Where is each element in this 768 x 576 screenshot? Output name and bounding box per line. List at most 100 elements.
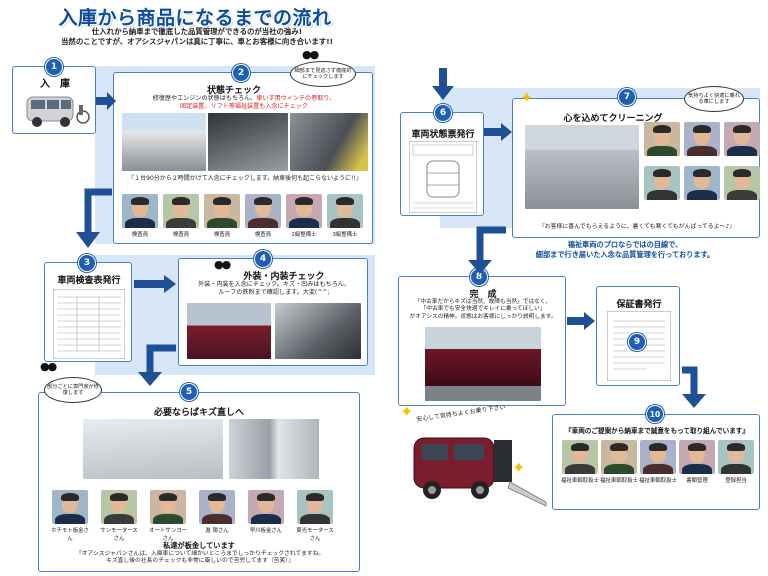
- staff-caption: 福祉車輌取扱士: [639, 478, 677, 484]
- staff-caption: 早川板金さん: [249, 528, 283, 534]
- step-8-line-2: 「中古車でも安全快適でキレイに乗ってほしい」: [420, 306, 546, 313]
- pro-note-line-1: 福祉車両のプロならではの目線で、: [567, 240, 683, 249]
- staff-photo: [640, 440, 676, 474]
- staff-caption: サンモータースさん: [100, 528, 138, 542]
- staff-photo: [684, 166, 720, 200]
- engine-photo: [208, 113, 288, 171]
- step-8-description: 「中古車だからキズは当然、故障も当然」ではなく、 「中古車でも安全快適でキレイに…: [401, 299, 565, 321]
- staff-caption: 福祉車輌取扱士: [561, 478, 599, 484]
- sparkle-icon: ✦: [400, 402, 414, 421]
- arrow-down-icon: [138, 344, 176, 386]
- step-8-card: 完 成 「中古車だからキズは当然、故障も当然」ではなく、 「中古車でも安全快適で…: [398, 276, 566, 406]
- staff-photo: [684, 122, 720, 156]
- staff-caption: 検査員: [172, 232, 190, 238]
- arrow-down-icon: [682, 366, 706, 408]
- arrow-down-icon: [432, 68, 454, 100]
- step-7-card: 心を込めてクリーニング 『お客様に喜んでもらえるように、暑くても寒くてもがんばっ…: [512, 98, 760, 238]
- step-2-quote: 『１台90分から２時間かけて入念にチェックします。納車後何も起こらないように!!…: [128, 175, 362, 182]
- staff-caption: 登録担当: [725, 478, 747, 484]
- staff-photo: [101, 490, 137, 524]
- step-2-label: 状態チェック: [206, 86, 261, 96]
- eyes-icon: ●●: [40, 360, 57, 373]
- staff-photo: [724, 122, 760, 156]
- step-1-label: 入 庫: [40, 79, 70, 90]
- staff-photo: [199, 490, 235, 524]
- staff-caption: 書類管理: [686, 478, 708, 484]
- staff-caption: オートサンヨーさん: [149, 528, 187, 542]
- staff-caption: 東光モータースさん: [296, 528, 334, 542]
- step-8-label: 完 成: [469, 290, 497, 300]
- staff-photo: [679, 440, 715, 474]
- step-2-line-2-red: 固定装置、リフト等福祉装置も入念にチェック: [180, 103, 308, 110]
- finished-car-photo: [425, 327, 541, 401]
- staff-photo: [562, 440, 598, 474]
- step-10-label: 『車両のご提案から納車まで誠意をもって取り組んでいます』: [565, 427, 749, 435]
- step-5-closing-line-1: 『オアシスジャパンさんは、入庫車について細かいところまでしっかりチェックされてま…: [75, 551, 325, 557]
- step-7-badge: 7: [618, 88, 636, 106]
- staff-photo: [150, 490, 186, 524]
- garage-photo: [122, 113, 206, 171]
- step-4-badge: 4: [254, 250, 272, 268]
- pro-note-line-2: 細部まで行き届いた入念な品質管理を行っております。: [535, 250, 715, 259]
- condition-sheet-image: [409, 141, 477, 213]
- step-8-badge: 8: [470, 268, 488, 286]
- staff-caption: 検査員: [131, 232, 149, 238]
- cleaning-photo: [525, 125, 639, 209]
- step-7-bubble: 気持ちよく快適に乗れる車にします: [684, 86, 744, 112]
- step-5-label: 必要ならばキズ直しへ: [153, 408, 244, 418]
- staff-photo: [724, 166, 760, 200]
- step-6-badge: 6: [434, 104, 452, 122]
- step-3-card: 車両検査表発行: [44, 262, 132, 362]
- eyes-icon: ●●: [302, 48, 319, 61]
- step-8-line-3: がオアシスの精神。状態はお客様にしっかり説明します。: [409, 313, 557, 320]
- arrow-down-icon: [468, 226, 506, 274]
- staff-caption: 3級整備士: [332, 232, 358, 238]
- step-3-badge: 3: [78, 254, 96, 272]
- step-2-line-1: 修復歴やエンジンの状態はもちろん、: [152, 95, 257, 102]
- inspection-sheet-image: [53, 289, 125, 359]
- staff-caption: 2級整備士: [291, 232, 317, 238]
- step-4-label: 外装・内装チェック: [243, 272, 325, 282]
- arrow-down-icon: [76, 188, 112, 248]
- staff-photo: [204, 194, 240, 228]
- staff-photo: [644, 122, 680, 156]
- step-7-quote: 『お客様に喜んでもらえるように、暑くても寒くてもがんばってるよ～♪』: [538, 224, 736, 230]
- step-2-bubble: 細部まで見逃さず徹底的にチェックします: [290, 61, 356, 87]
- pro-note: 福祉車両のプロならではの目線で、 細部まで行き届いた入念な品質管理を行っておりま…: [490, 240, 760, 260]
- step-8-line-1: 「中古車だからキズは当然、故障も当然」ではなく、: [414, 299, 552, 305]
- step-4-line-2: ルーフの鉄粉まで確認します。大変(^^;: [218, 289, 330, 296]
- step-2-description: 修復歴やエンジンの状態はもちろん、車いす用ウィンチの巻取り、 固定装置、リフト等…: [134, 95, 354, 111]
- arrow-right-icon: [567, 312, 595, 330]
- step-5-card: 必要ならばキズ直しへ 私達が板金しています 『オアシスジャパンさんは、入庫車につ…: [38, 392, 360, 572]
- step-4-description: 外装・内装を入念にチェック。キズ・凹みはもちろん、 ルーフの鉄粉まで確認します。…: [185, 281, 363, 297]
- staff-caption: 検査員: [254, 232, 272, 238]
- sparkle-icon: ✦: [512, 458, 526, 477]
- step-5-badge: 5: [180, 383, 198, 401]
- staff-photo: [122, 194, 158, 228]
- step-10-badge: 10: [646, 405, 664, 423]
- step-3-label: 車両検査表発行: [57, 276, 121, 286]
- step-5-closing-title: 私達が板金しています: [163, 541, 235, 550]
- step-5-closing-line-2: キズ直し後の社長のチェックも非常に厳しいので苦労してます（苦笑）』: [106, 558, 294, 565]
- staff-caption: 福祉車輌取扱士: [600, 478, 638, 484]
- step-9-card: 保証書発行: [596, 286, 680, 386]
- step-6-card: 車両状態票発行: [400, 112, 484, 216]
- arrow-right-icon: [484, 123, 512, 141]
- step-5-bubble: 部分ごとに専門家が修復します: [44, 377, 102, 403]
- inspection-photo: [290, 113, 368, 171]
- exterior-check-photo: [187, 303, 271, 359]
- sparkle-icon: ✦: [520, 88, 534, 107]
- step-6-label: 車両状態票発行: [411, 130, 475, 140]
- step-2-badge: 2: [232, 64, 250, 82]
- staff-caption: 検査員: [213, 232, 231, 238]
- step-5-closing: 『オアシスジャパンさんは、入庫車について細かいところまでしっかりチェックされてま…: [43, 551, 357, 565]
- scratch-photo-1: [83, 419, 223, 479]
- eyes-icon: ●●: [214, 258, 231, 271]
- page-subtitle: 仕入れから納車まで徹底した品質管理ができるのが当社の強み! 当然のことですが、オ…: [4, 27, 390, 47]
- step-1-badge: 1: [45, 58, 63, 76]
- step-2-line-1-red: 車いす用ウィンチの巻取り、: [256, 95, 336, 102]
- step-9-badge: 9: [628, 333, 646, 351]
- staff-photo: [327, 194, 363, 228]
- interior-check-photo: [275, 303, 361, 359]
- step-1-card: 入 庫: [12, 66, 96, 134]
